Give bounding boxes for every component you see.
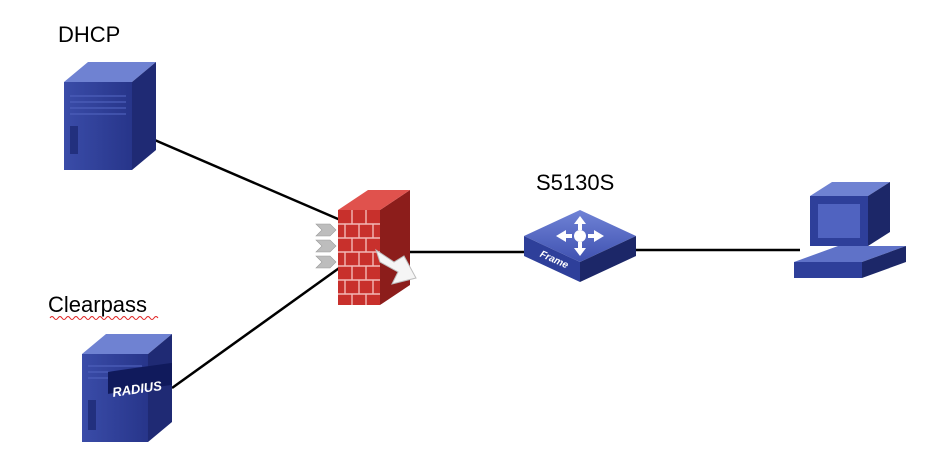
radius-server-icon: RADIUS	[82, 334, 172, 442]
server-tower-icon	[64, 62, 156, 170]
desktop-computer-icon	[794, 182, 906, 278]
link-dhcp-firewall	[149, 136, 346, 224]
switch-label: S5130S	[536, 170, 614, 195]
radius-badge: RADIUS	[111, 378, 163, 400]
switch-icon: Frame	[524, 210, 636, 282]
clearpass-label: Clearpass	[48, 292, 147, 317]
dhcp-label: DHCP	[58, 22, 120, 47]
link-clearpass-firewall	[171, 264, 343, 390]
spellcheck-underline	[49, 316, 159, 320]
firewall-brick-icon	[315, 190, 417, 305]
links	[149, 136, 800, 390]
